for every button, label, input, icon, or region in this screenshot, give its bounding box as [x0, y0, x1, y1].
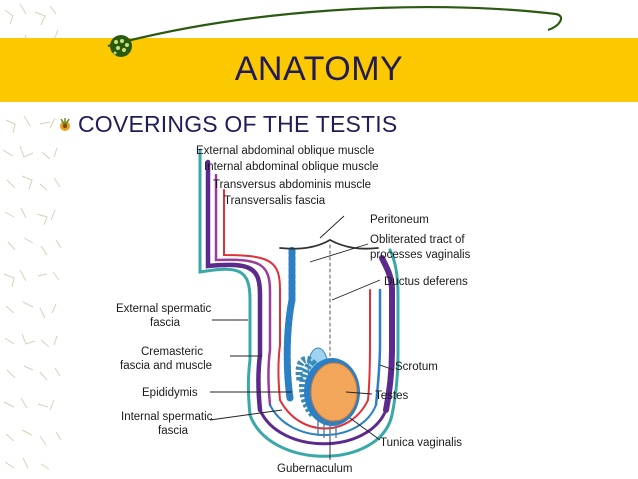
label-peritoneum: Peritoneum: [370, 214, 429, 226]
label-int-spermatic-2: fascia: [158, 425, 189, 437]
label-testes: Testes: [375, 390, 408, 402]
label-epididymis: Epididymis: [142, 387, 198, 399]
label-obliterated-2: processes vaginalis: [370, 249, 471, 261]
label-external-oblique: External abdominal oblique muscle: [196, 145, 374, 157]
label-scrotum: Scrotum: [395, 361, 438, 373]
label-tunica-vaginalis: Tunica vaginalis: [380, 437, 462, 449]
leader-lines: [209, 215, 395, 460]
red-right-layer: [367, 289, 371, 401]
title-band: [0, 38, 638, 102]
epididymis-body: [295, 355, 318, 419]
peritoneum-line: [279, 239, 379, 250]
internal-oblique-layer: [205, 159, 263, 413]
purple-bottom: [258, 408, 388, 446]
red-bottom: [279, 399, 369, 430]
label-gubernaculum: Gubernaculum: [277, 463, 352, 475]
purple-right-layer: [379, 255, 395, 413]
scrotum-bottom: [248, 413, 394, 458]
external-oblique-layer: [198, 148, 252, 417]
label-ductus-deferens: Ductus deferens: [384, 276, 468, 288]
decorative-pattern: [2, 3, 62, 470]
gubernaculum-strands: [317, 418, 337, 440]
bullet-item: COVERINGS OF THE TESTIS: [56, 111, 397, 138]
label-transversus: Transversus abdominis muscle: [213, 179, 371, 191]
testis-shape: [310, 362, 358, 422]
label-int-spermatic-1: Internal spermatic: [121, 411, 213, 423]
slide-title: ANATOMY: [234, 50, 404, 88]
scrotum-outer-right: [388, 248, 400, 417]
label-cremasteric-2: fascia and muscle: [120, 360, 212, 372]
label-cremasteric-1: Cremasteric: [141, 346, 203, 358]
label-ext-spermatic-1: External spermatic: [116, 303, 211, 315]
ductus-deferens-segmented: [283, 246, 296, 402]
label-transversalis: Transversalis fascia: [224, 195, 326, 207]
transversus-layer: [214, 173, 272, 407]
label-obliterated-1: Obliterated tract of: [370, 234, 465, 246]
label-internal-oblique: Internal abdominal oblique muscle: [204, 161, 379, 173]
label-ext-spermatic-2: fascia: [150, 317, 181, 329]
blue-right-layer: [374, 288, 382, 407]
transversalis-layer: [223, 189, 281, 401]
bullet-text: COVERINGS OF THE TESTIS: [78, 111, 398, 137]
flower-bullet-icon: [60, 117, 70, 131]
